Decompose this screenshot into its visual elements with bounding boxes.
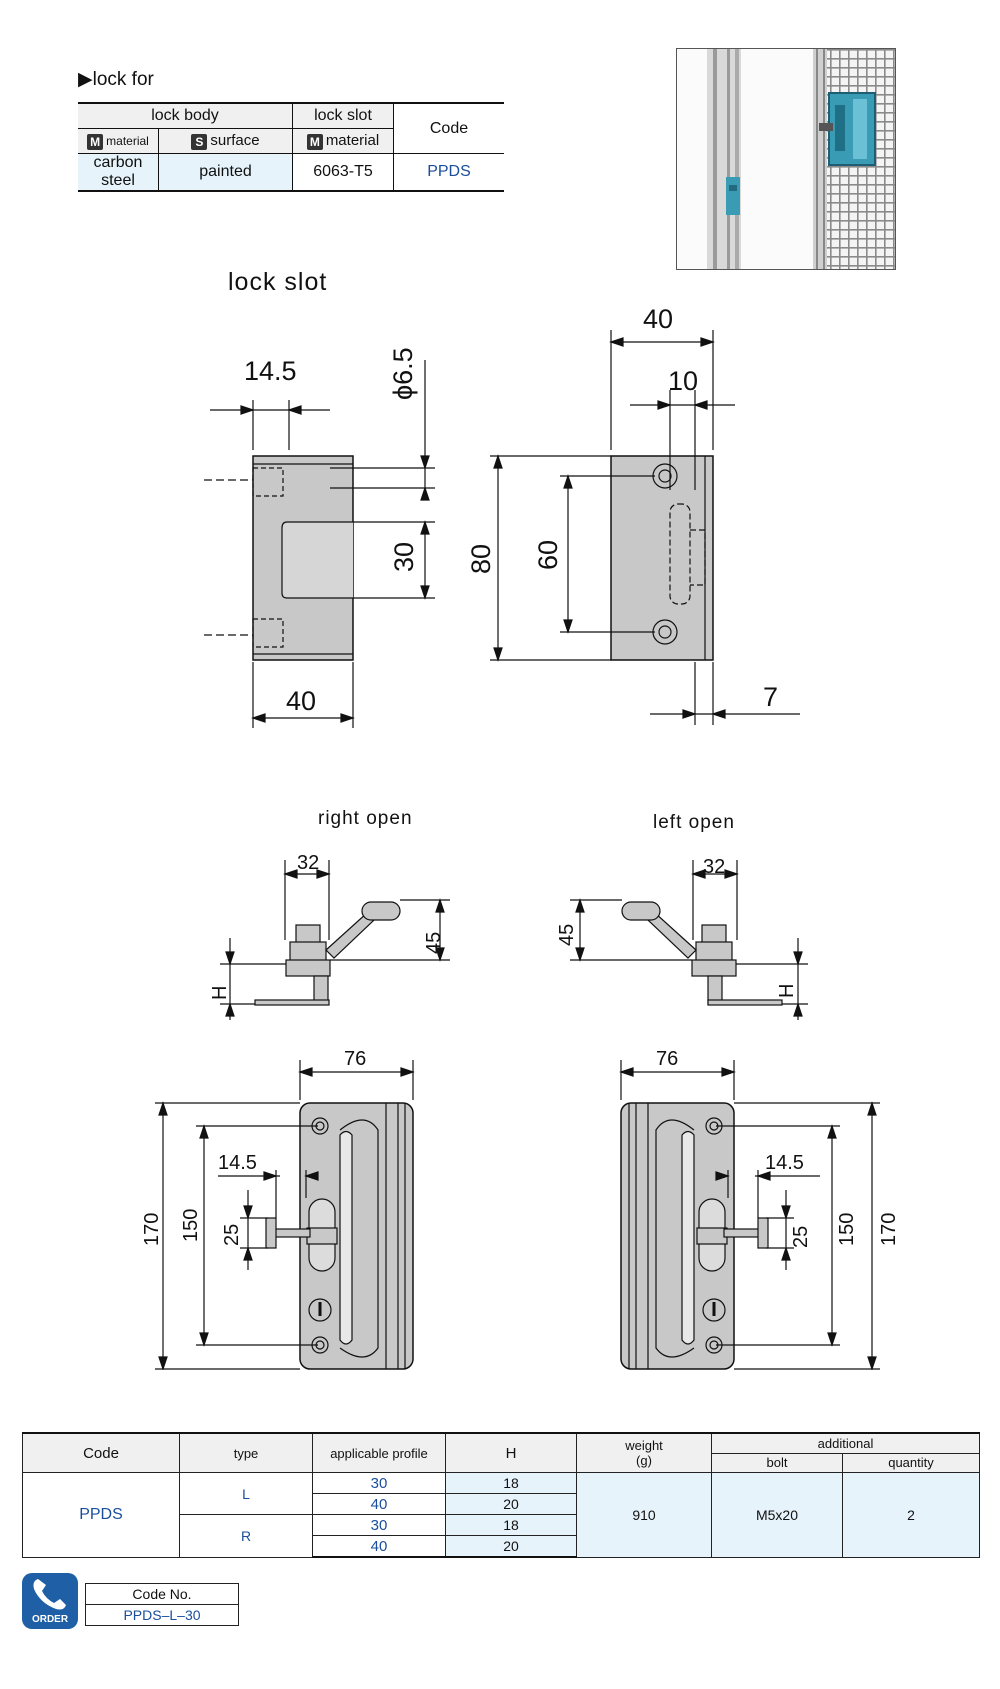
left-dim-150: 150 <box>836 1212 858 1246</box>
cell-quantity: 2 <box>842 1472 980 1558</box>
th-additional: additional <box>711 1432 980 1454</box>
code-no-label: Code No. <box>132 1586 192 1602</box>
dim-7: 7 <box>763 682 779 712</box>
lock-slot-title: lock slot <box>228 268 328 296</box>
cell-H: 20 <box>445 1493 577 1515</box>
cell-weight: 910 <box>576 1472 712 1558</box>
material-badge-icon: M <box>87 133 104 150</box>
cell-profile: 40 <box>312 1493 446 1515</box>
cell-code: PPDS <box>22 1472 180 1558</box>
th-type: type <box>179 1432 313 1473</box>
cell-H: 18 <box>445 1472 577 1494</box>
left-open-title: left open <box>653 812 735 833</box>
order-phone-icon[interactable]: ORDER <box>22 1573 78 1629</box>
dim-40-top: 40 <box>643 304 674 334</box>
dim-10: 10 <box>668 366 699 396</box>
body-material-value: carbon steel <box>78 153 159 192</box>
left-dim-H: H <box>776 983 798 998</box>
th-weight: weight (g) <box>576 1432 712 1473</box>
cell-bolt: M5x20 <box>711 1472 843 1558</box>
right-dim-25: 25 <box>221 1223 243 1246</box>
lock-for-title: ▶lock for <box>78 69 154 90</box>
cell-profile: 30 <box>312 1514 446 1536</box>
header-lock-body: lock body <box>78 102 293 129</box>
th-code: Code <box>22 1432 180 1473</box>
right-dim-45: 45 <box>423 931 445 954</box>
dim-60: 60 <box>533 539 563 570</box>
spec-table: Code type applicable profile H weight (g… <box>22 1432 980 1558</box>
slot-material-value: 6063-T5 <box>292 153 394 192</box>
cell-profile: 30 <box>312 1472 446 1494</box>
material-badge-icon: M <box>306 133 323 150</box>
body-surface-value: painted <box>158 153 293 192</box>
dim-30: 30 <box>389 541 419 572</box>
product-photo <box>676 48 896 270</box>
right-dim-H: H <box>209 985 231 1000</box>
right-dim-76: 76 <box>344 1048 367 1070</box>
code-no-box: Code No. PPDS–L–30 <box>85 1583 239 1626</box>
right-dim-170: 170 <box>141 1212 163 1246</box>
header-code: Code <box>393 102 504 154</box>
header-lock-slot: lock slot <box>292 102 394 129</box>
left-dim-76: 76 <box>656 1048 679 1070</box>
dim-40-bottom: 40 <box>286 686 317 716</box>
th-profile: applicable profile <box>312 1432 446 1473</box>
left-dim-25: 25 <box>790 1225 812 1248</box>
lock-body-drawings <box>155 860 880 1370</box>
th-H: H <box>445 1432 577 1473</box>
cell-H: 18 <box>445 1514 577 1536</box>
th-quantity: quantity <box>842 1452 980 1473</box>
dim-14-5: 14.5 <box>244 356 297 386</box>
cell-type-L: L <box>179 1472 313 1515</box>
right-dim-14-5: 14.5 <box>218 1152 257 1174</box>
th-bolt: bolt <box>711 1452 843 1473</box>
cell-profile: 40 <box>312 1535 446 1558</box>
left-dim-45: 45 <box>556 923 578 946</box>
right-open-title: right open <box>318 808 413 829</box>
lock-slot-drawing <box>204 330 800 728</box>
left-dim-170: 170 <box>878 1212 900 1246</box>
cell-type-R: R <box>179 1514 313 1558</box>
left-dim-14-5: 14.5 <box>765 1152 804 1174</box>
surface-badge-icon: S <box>191 133 208 150</box>
dim-phi-6-5: ϕ6.5 <box>388 347 418 400</box>
left-dim-32: 32 <box>703 856 726 878</box>
dim-80: 80 <box>466 543 496 574</box>
right-dim-150: 150 <box>180 1208 202 1242</box>
code-value: PPDS <box>393 153 504 192</box>
cell-H: 20 <box>445 1535 577 1558</box>
code-no-value: PPDS–L–30 <box>86 1604 238 1625</box>
right-dim-32: 32 <box>297 852 320 874</box>
